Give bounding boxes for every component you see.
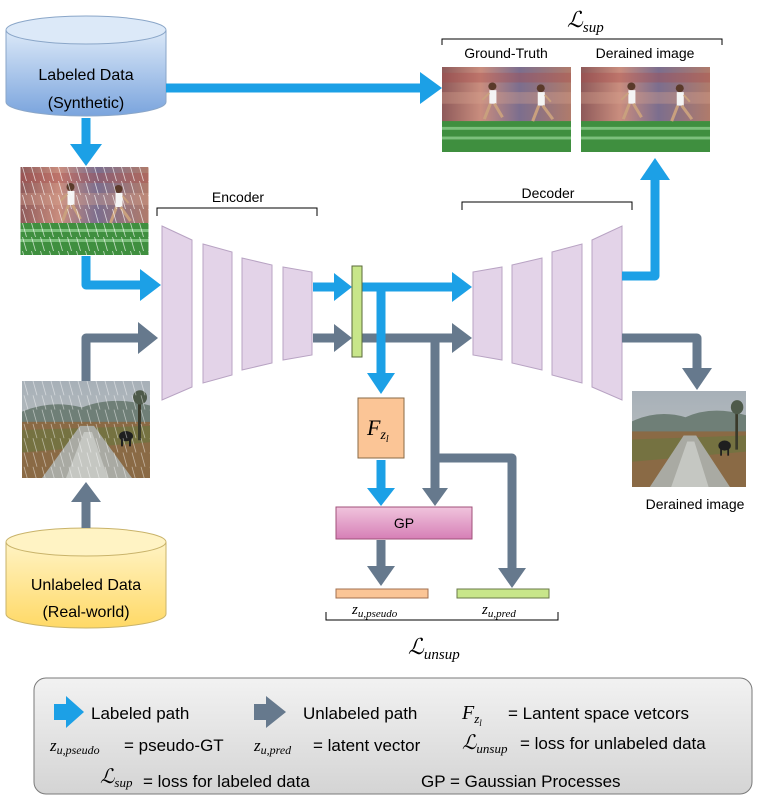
- labeled-arrow-image-to-encoder: [81, 256, 142, 290]
- legend-pred-definition: = latent vector: [313, 736, 421, 755]
- derained-bottom-label: Derained image: [646, 496, 745, 512]
- decoder-layer-1: [472, 266, 503, 361]
- labeled-data-database: Labeled Data (Synthetic): [5, 15, 167, 117]
- fz-symbol: Fzl: [366, 415, 389, 445]
- derained-road-image: [632, 391, 746, 487]
- z-pseudo-label: zu,pseudo: [351, 602, 398, 620]
- l-sup-symbol: ℒsup: [567, 7, 604, 36]
- labeled-arrowheads: [70, 72, 670, 506]
- labeled-arrowhead: [70, 144, 102, 166]
- labeled-arrowhead: [367, 373, 395, 394]
- rainy-road-image: [22, 381, 150, 478]
- unlabeled-arrow-decoder-to-output: [622, 333, 702, 370]
- encoder-layer-2: [202, 243, 233, 384]
- derained-top-label: Derained image: [596, 45, 695, 61]
- unlabeled-arrow-image-to-encoder: [81, 333, 140, 381]
- legend-labeled-arrow-icon: [54, 696, 84, 728]
- labeled-arrowhead: [334, 273, 352, 301]
- labeled-arrow-decoder-to-derained: [622, 178, 660, 281]
- labeled-arrowhead: [140, 269, 161, 301]
- decoder-label: Decoder: [522, 185, 575, 201]
- unlabeled-arrowhead: [138, 322, 158, 354]
- encoder-layer-3: [241, 257, 273, 371]
- decoder-layer-2: [511, 257, 543, 371]
- legend-l-unsup-definition: = loss for unlabeled data: [520, 734, 706, 753]
- unlabeled-arrowhead: [422, 488, 448, 506]
- unlabeled-arrowhead: [682, 368, 712, 390]
- labeled-data-subtitle: (Synthetic): [48, 95, 124, 112]
- unlabeled-data-subtitle: (Real-world): [42, 604, 129, 621]
- legend-z-pseudo-symbol: zu,pseudo: [49, 736, 100, 757]
- fz-box: Fzl: [357, 397, 405, 459]
- encoder-layer-1: [161, 225, 193, 401]
- legend-l-sup-definition: = loss for labeled data: [143, 772, 310, 791]
- z-pred-label: zu,pred: [481, 602, 516, 620]
- unlabeled-arrowhead: [452, 323, 472, 353]
- unlabeled-arrow-to-z-pred: [435, 453, 517, 570]
- decoder-layer-4: [591, 225, 623, 401]
- legend-unlabeled-arrow-icon: [254, 696, 286, 728]
- legend: Labeled path Unlabeled path Fzl = Lanten…: [33, 677, 753, 795]
- legend-fz-symbol: Fzl: [461, 702, 482, 728]
- rainy-track-image: [20, 167, 149, 255]
- latent-bar: [351, 265, 363, 358]
- gp-box: GP: [335, 506, 473, 540]
- derained-track-image: [581, 67, 710, 152]
- gp-label: GP: [394, 515, 414, 531]
- encoder: [161, 225, 313, 401]
- unlabeled-arrowheads: [71, 322, 712, 588]
- z-pred-bar: [456, 588, 550, 599]
- decoder: [472, 225, 623, 401]
- legend-pseudo-definition: = pseudo-GT: [124, 736, 224, 755]
- l-unsup-symbol: ℒunsup: [408, 634, 460, 663]
- decoder-bracket: Decoder: [461, 185, 633, 210]
- labeled-paths: [81, 83, 660, 490]
- unlabeled-arrowhead: [334, 324, 352, 352]
- legend-z-pred-symbol: zu,pred: [253, 736, 292, 757]
- legend-labeled-path: Labeled path: [91, 704, 189, 723]
- encoder-layer-4: [282, 266, 313, 361]
- l-unsup-bracket: ℒunsup: [325, 612, 559, 663]
- encoder-bracket: Encoder: [156, 189, 318, 216]
- labeled-arrowhead: [640, 158, 670, 180]
- unlabeled-data-database: Unlabeled Data (Real-world): [5, 527, 167, 629]
- legend-gp-definition: GP = Gaussian Processes: [421, 772, 621, 791]
- unlabeled-arrowhead: [71, 482, 101, 502]
- ground-truth-label: Ground-Truth: [464, 45, 548, 61]
- decoder-layer-3: [551, 243, 583, 384]
- legend-l-unsup-symbol: ℒunsup: [462, 732, 508, 756]
- legend-fz-definition: = Lantent space vetcors: [508, 704, 689, 723]
- z-pseudo-bar: [335, 588, 429, 599]
- legend-l-sup-symbol: ℒsup: [100, 766, 133, 790]
- labeled-arrowhead: [452, 272, 472, 302]
- encoder-label: Encoder: [212, 189, 264, 205]
- unlabeled-arrowhead: [367, 566, 395, 586]
- ground-truth-image: [442, 67, 571, 152]
- l-sup-bracket: ℒsup: [441, 7, 723, 45]
- labeled-arrowhead: [367, 488, 395, 506]
- legend-unlabeled-path: Unlabeled path: [303, 704, 417, 723]
- labeled-data-title: Labeled Data: [38, 67, 133, 84]
- unlabeled-arrowhead: [498, 568, 526, 588]
- labeled-arrowhead: [420, 72, 442, 104]
- unlabeled-data-title: Unlabeled Data: [31, 577, 141, 594]
